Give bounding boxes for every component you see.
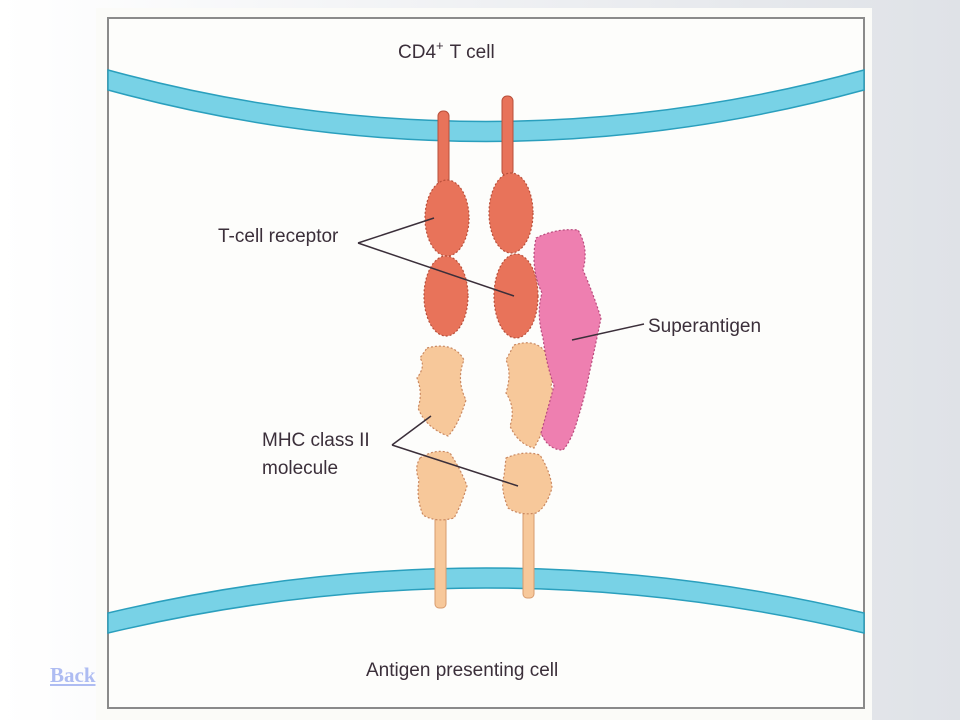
tcr-right-upper-domain xyxy=(488,172,534,254)
mhc-left-upper-domain xyxy=(416,345,467,437)
mhc-left-stem xyxy=(434,512,447,609)
leader-mhc-2 xyxy=(391,444,519,487)
tcr-left-upper-domain xyxy=(424,179,470,257)
top-cell-label: CD4+T cell xyxy=(398,38,495,63)
tcr-right-stem xyxy=(501,95,514,177)
tcr-left-stem xyxy=(437,110,450,187)
leader-tcr-2 xyxy=(357,242,515,297)
mhc-label-line2: molecule xyxy=(262,458,338,479)
mhc-left-lower-domain xyxy=(416,450,468,521)
leader-lines xyxy=(357,217,645,487)
tcr-right-lower-domain xyxy=(493,253,539,339)
mhc-label-line1: MHC class II xyxy=(262,430,370,451)
t-cell-membrane xyxy=(107,69,865,143)
leader-superantigen xyxy=(571,323,645,341)
apc-membrane xyxy=(107,567,865,634)
leader-mhc-1 xyxy=(391,415,432,446)
back-link[interactable]: Back xyxy=(50,663,96,687)
diagram-svg: CD4+T cell T-cell receptor Superantigen … xyxy=(107,17,865,709)
mhc-right-stem xyxy=(522,502,535,599)
mhc-right-lower-domain xyxy=(502,452,553,515)
superantigen-label: Superantigen xyxy=(648,316,761,337)
diagram-figure: CD4+T cell T-cell receptor Superantigen … xyxy=(96,8,872,720)
bottom-cell-label: Antigen presenting cell xyxy=(366,660,558,681)
leader-tcr-1 xyxy=(357,217,435,244)
tcr-label: T-cell receptor xyxy=(218,226,339,247)
superantigen-shape xyxy=(533,229,602,451)
mhc-right-upper-domain xyxy=(505,342,555,449)
